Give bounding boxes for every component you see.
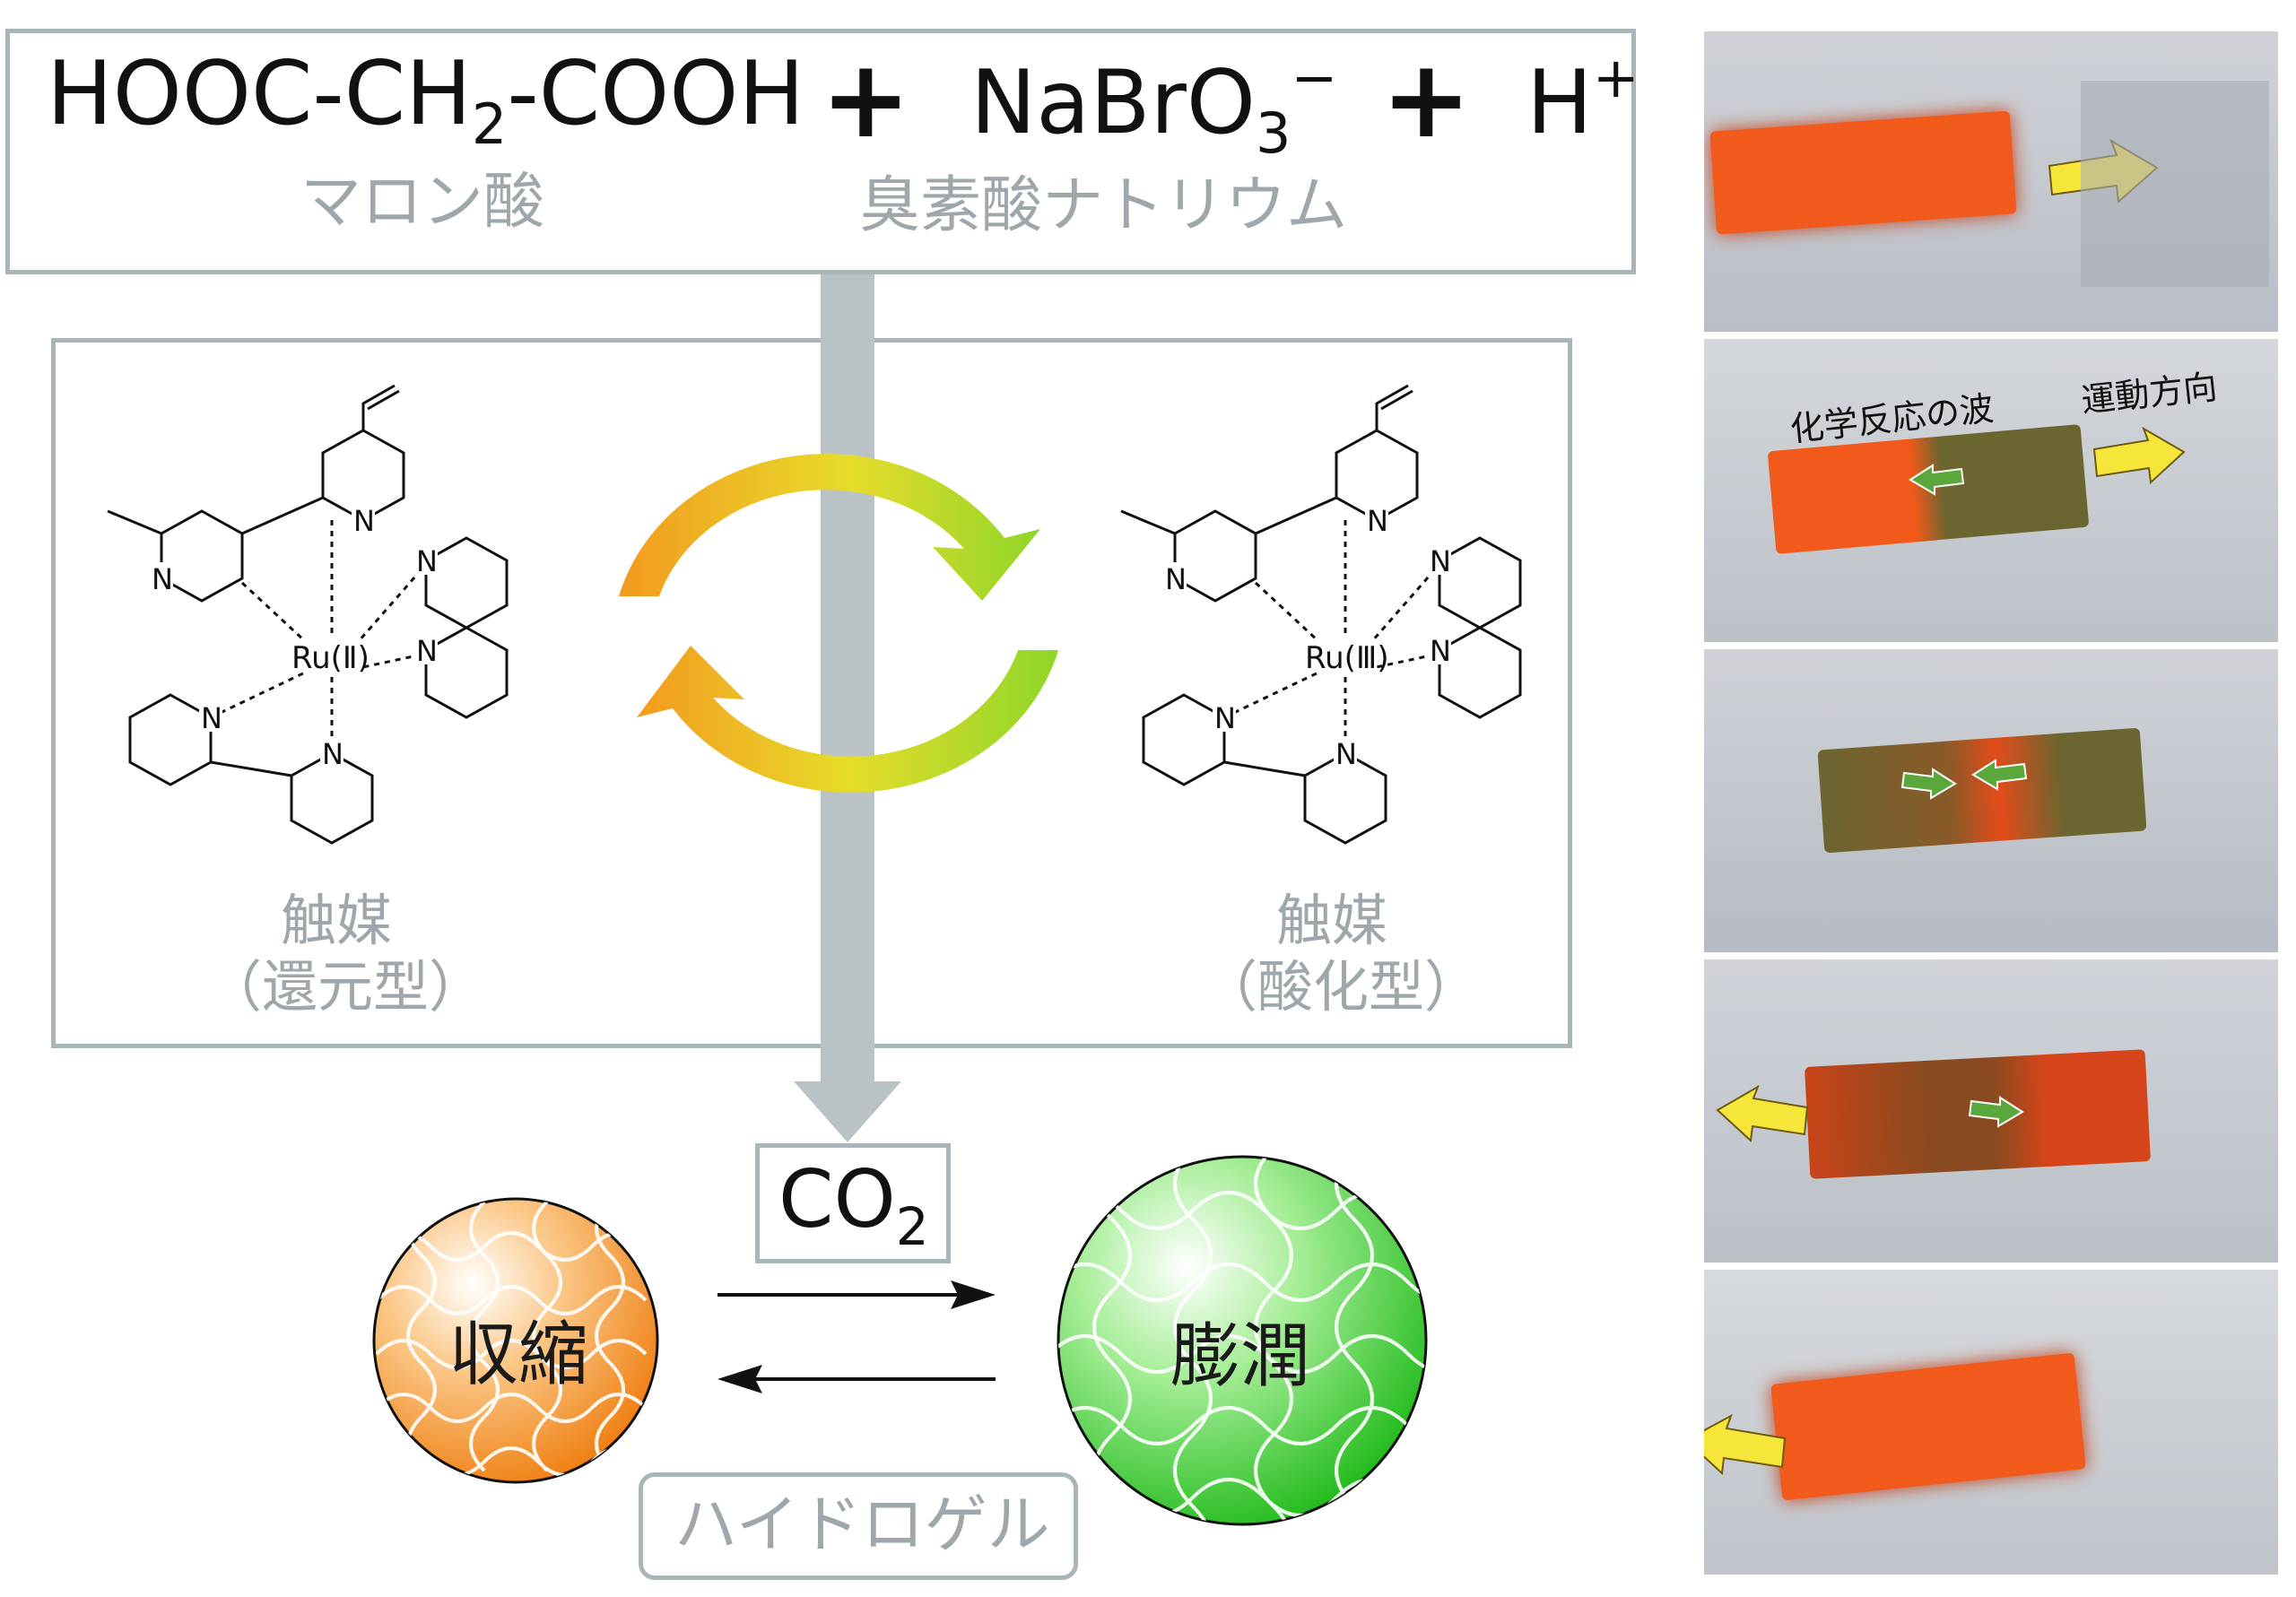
oxidized-catalyst-label: 触媒 （酸化型）: [1202, 888, 1481, 1020]
gel-strip: [1709, 110, 2017, 235]
nitrogen-atom-label-1: N: [152, 562, 173, 596]
wave-arrow-right: [1968, 1096, 2024, 1128]
wave-arrow-right: [1900, 768, 1957, 800]
plus-sign-2: +: [1381, 38, 1472, 162]
swell-label: 膨潤: [1170, 1316, 1311, 1397]
nitrogen-atom-label-0: N: [353, 504, 375, 538]
hydrogel-label: ハイドロゲル: [674, 1488, 1050, 1561]
reduced-catalyst-structure: Ru(Ⅱ) N N N N N N: [107, 384, 509, 845]
co2-formula: CO2: [778, 1153, 929, 1257]
nitrogen-atom-label-2: N: [1430, 544, 1451, 578]
oxidized-catalyst-structure: Ru(Ⅲ) N N N N N N: [1120, 384, 1522, 845]
nitrogen-atom-label-3: N: [1430, 634, 1451, 668]
nitrogen-atom-label-3: N: [416, 634, 438, 668]
catalyst-box: [51, 338, 1572, 1048]
photo-frame-1: [1704, 31, 2278, 332]
co2-box: [755, 1143, 951, 1263]
plus-sign-1: +: [821, 38, 911, 162]
direction-arrow-left: [1704, 1413, 1787, 1476]
gel-strip: [1770, 1352, 2086, 1501]
nitrogen-atom-label-5: N: [322, 737, 344, 771]
redox-cycle-arrows: [619, 454, 1058, 793]
photo-frame-2: 化学反応の波 運動方向: [1704, 339, 2278, 642]
photo-frame-5: [1704, 1270, 2278, 1575]
malonic-acid-formula: HOOC-CH2-COOH: [47, 43, 805, 157]
hydrogel-label-box: [639, 1472, 1078, 1580]
nitrogen-atom-label-2: N: [416, 544, 438, 578]
malonic-acid-name: マロン酸: [300, 167, 545, 238]
reduced-metal-label: Ru(Ⅱ): [291, 640, 370, 676]
shrunk-gel-sphere: [372, 1197, 659, 1484]
reaction-box: [5, 29, 1636, 274]
proton-formula: H+: [1526, 45, 1639, 154]
photo-frame-4: [1704, 959, 2278, 1263]
nitrogen-atom-label-4: N: [201, 701, 222, 735]
shrink-label: 収縮: [448, 1315, 589, 1395]
sodium-bromate-name: 臭素酸ナトリウム: [859, 170, 1348, 241]
wave-arrow-left: [1909, 464, 1965, 496]
oxidized-metal-label: Ru(Ⅲ): [1305, 640, 1389, 676]
dark-groove: [2081, 81, 2269, 287]
flow-down-arrow: [794, 274, 901, 1142]
direction-arrow-right: [2092, 427, 2186, 485]
nitrogen-atom-label-5: N: [1335, 737, 1357, 771]
nitrogen-atom-label-4: N: [1214, 701, 1236, 735]
nitrogen-atom-label-1: N: [1165, 562, 1187, 596]
wave-arrow-left: [1971, 759, 2028, 791]
photo-frame-3: [1704, 649, 2278, 952]
direction-label: 運動方向: [2079, 367, 2220, 421]
direction-arrow-left: [1716, 1085, 1809, 1143]
nitrogen-atom-label-0: N: [1367, 504, 1388, 538]
equilibrium-arrows: [718, 1280, 996, 1393]
swollen-gel-sphere: [1057, 1155, 1428, 1526]
reduced-catalyst-label: 触媒 （還元型）: [206, 888, 485, 1020]
sodium-bromate-formula: NaBrO3−: [970, 45, 1338, 166]
